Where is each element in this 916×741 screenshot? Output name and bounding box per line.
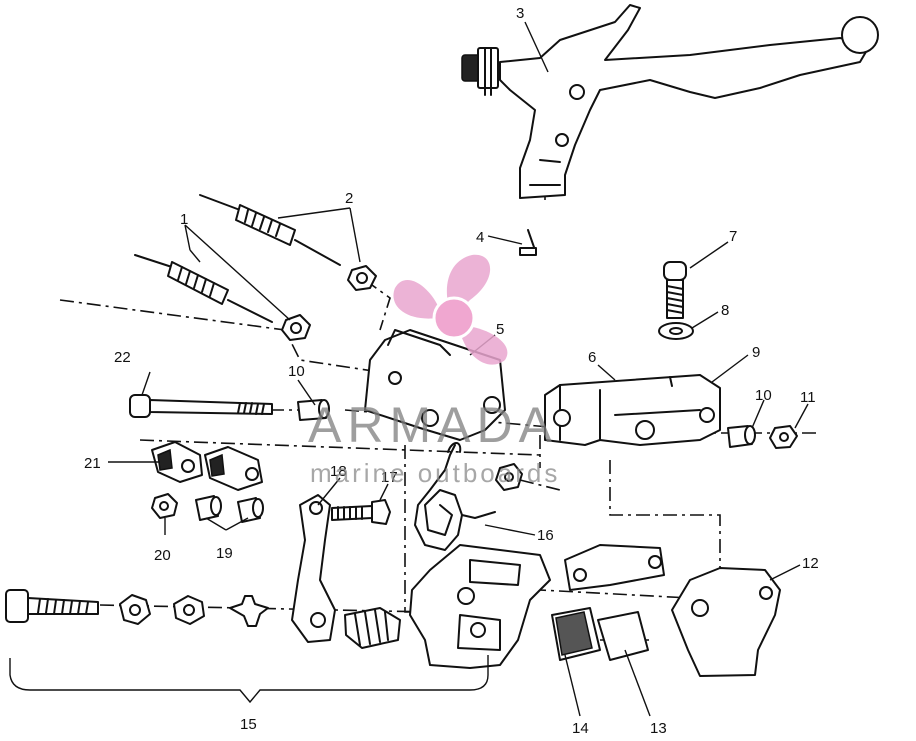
nut-near-spring bbox=[495, 463, 523, 491]
part-11-nut-right bbox=[769, 425, 798, 449]
callout-12: 12 bbox=[802, 555, 819, 572]
part-6-caliper-bracket bbox=[544, 374, 721, 446]
propeller-logo-icon bbox=[393, 254, 508, 365]
watermark-brand: ARMADA bbox=[308, 397, 558, 453]
callout-3: 3 bbox=[516, 5, 524, 22]
part-14-brake-pad-lining bbox=[551, 607, 601, 661]
callout-7: 7 bbox=[729, 228, 737, 245]
watermark-tagline: marine outboards bbox=[310, 458, 560, 488]
callout-16: 16 bbox=[537, 527, 554, 544]
part-1-cable-nut bbox=[134, 254, 311, 341]
part-19-spacers bbox=[195, 495, 264, 523]
callout-21: 21 bbox=[84, 455, 101, 472]
part-17-bolt bbox=[331, 499, 391, 525]
part-16-spring bbox=[414, 442, 496, 551]
callout-14: 14 bbox=[572, 720, 589, 736]
caliper-body bbox=[409, 544, 551, 669]
part-4-screw bbox=[519, 229, 537, 256]
callout-10-right: 10 bbox=[755, 387, 772, 404]
callout-19: 19 bbox=[216, 545, 233, 562]
part-8-washer bbox=[658, 322, 694, 340]
part-12-caliper-plate bbox=[671, 567, 781, 677]
part-10-spacer-left bbox=[297, 399, 330, 421]
callout-20: 20 bbox=[154, 547, 171, 564]
part-10-spacer-right bbox=[727, 425, 756, 448]
part-5-cable-bracket bbox=[364, 329, 506, 441]
assembly-bracket bbox=[9, 655, 489, 704]
callout-2: 2 bbox=[345, 190, 353, 207]
part-3-master-cylinder-lever bbox=[461, 4, 879, 199]
part-2-cable-nut bbox=[199, 194, 377, 291]
callout-22: 22 bbox=[114, 349, 131, 366]
callout-5: 5 bbox=[496, 321, 504, 338]
callout-15: 15 bbox=[240, 716, 257, 733]
part-21-cable-clamps bbox=[151, 441, 263, 491]
callout-13: 13 bbox=[650, 720, 667, 736]
callout-11: 11 bbox=[800, 389, 816, 406]
part-13-brake-pad bbox=[597, 611, 649, 661]
part-18-actuating-arm bbox=[291, 494, 336, 643]
callout-9: 9 bbox=[752, 344, 760, 361]
callout-8: 8 bbox=[721, 302, 729, 319]
part-7-bolt bbox=[663, 261, 687, 319]
part-20-nut bbox=[151, 493, 178, 519]
callout-labels: 1 2 3 4 5 6 7 8 9 10 10 11 12 13 14 15 1… bbox=[84, 5, 819, 737]
part-22-long-bolt bbox=[129, 394, 273, 418]
part-15-adjuster-assembly bbox=[5, 589, 401, 649]
callout-4: 4 bbox=[476, 229, 484, 246]
callout-17: 17 bbox=[381, 469, 398, 486]
watermark: ARMADA marine outboards bbox=[308, 254, 560, 488]
leader-lines bbox=[108, 21, 809, 717]
callout-1: 1 bbox=[180, 211, 188, 228]
brake-shim bbox=[564, 544, 665, 591]
callout-10-left: 10 bbox=[288, 363, 305, 380]
callout-18: 18 bbox=[330, 463, 347, 480]
callout-6: 6 bbox=[588, 349, 596, 366]
